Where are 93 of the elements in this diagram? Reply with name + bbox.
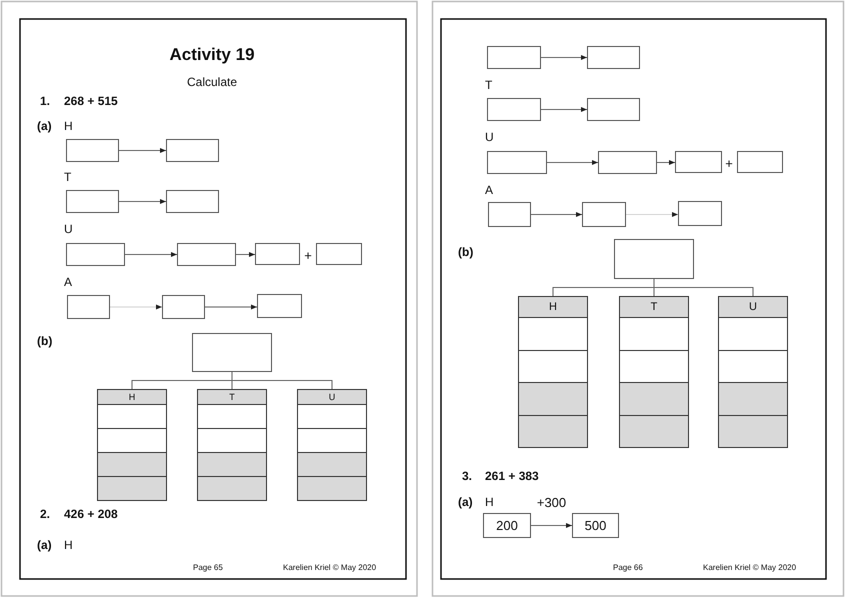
answer-box	[519, 414, 587, 447]
row-label: H	[485, 494, 494, 510]
arrow	[540, 107, 588, 112]
part-label: (a)	[37, 538, 52, 552]
number-box: 500	[572, 513, 619, 538]
place-value-table	[197, 389, 267, 501]
page-number: Page 65	[193, 563, 223, 573]
arrow	[124, 252, 178, 257]
row-label: U	[64, 222, 73, 236]
place-value-table	[619, 296, 689, 448]
sum-expression: 426 + 208	[64, 506, 118, 522]
plus-sign: +	[725, 156, 733, 172]
place-value-table	[518, 296, 588, 448]
instruction-text: Calculate	[186, 74, 238, 90]
answer-box	[298, 476, 366, 500]
answer-box	[675, 151, 722, 173]
sum-expression: 268 + 515	[64, 94, 118, 108]
answer-box	[587, 46, 640, 69]
answer-box	[587, 98, 640, 121]
part-label: (b)	[458, 244, 474, 260]
row-label: A	[64, 274, 72, 290]
column-header: T	[620, 297, 688, 317]
page-number: Page 66	[613, 563, 643, 573]
part-label: (a)	[458, 494, 473, 510]
answer-box	[257, 294, 302, 318]
answer-box	[620, 414, 688, 447]
answer-box	[678, 201, 722, 226]
question-number: 2.	[40, 506, 50, 522]
row-label: T	[64, 170, 72, 184]
row-label: T	[485, 78, 492, 92]
arrow	[110, 304, 162, 310]
row-label: H	[64, 538, 73, 552]
column-header: H	[98, 390, 166, 404]
answer-box	[192, 333, 272, 372]
question-number: 3.	[462, 468, 472, 484]
activity-title: Activity 19	[169, 44, 255, 66]
answer-box	[198, 452, 266, 476]
answer-box	[166, 139, 219, 162]
arrow	[204, 304, 258, 310]
answer-box	[487, 46, 541, 69]
row-label: H	[64, 118, 73, 134]
answer-box	[198, 476, 266, 500]
answer-box	[488, 202, 531, 227]
answer-box	[598, 151, 657, 174]
answer-box	[67, 295, 110, 319]
answer-box	[487, 151, 547, 174]
author-credit: Karelien Kriel © May 2020	[703, 563, 796, 573]
place-value-table	[97, 389, 167, 501]
connector-line	[232, 372, 332, 390]
answer-box	[162, 295, 205, 319]
place-value-table	[718, 296, 788, 448]
answer-box	[98, 452, 166, 476]
answer-box	[66, 190, 119, 213]
row-label: U	[485, 130, 494, 144]
arrow	[236, 252, 256, 257]
arrow	[530, 523, 572, 528]
answer-box	[98, 476, 166, 500]
answer-box	[519, 382, 587, 414]
question-number: 1.	[40, 94, 50, 108]
answer-box	[737, 151, 783, 173]
arrow	[540, 55, 588, 60]
arrow	[118, 199, 166, 204]
part-label: (a)	[37, 118, 52, 134]
answer-box	[255, 243, 300, 265]
column-header: H	[519, 297, 587, 317]
answer-box	[316, 243, 362, 265]
number-box: 200	[483, 513, 531, 538]
arrow	[118, 148, 166, 153]
answer-box	[66, 243, 125, 266]
plus-sign: +	[304, 248, 312, 264]
answer-box	[582, 202, 626, 227]
answer-box	[620, 382, 688, 414]
arrow	[530, 212, 582, 217]
answer-box	[166, 190, 219, 213]
part-label: (b)	[37, 334, 52, 348]
answer-box	[614, 239, 694, 279]
arrow	[546, 160, 598, 165]
arrow	[626, 212, 678, 217]
place-value-table	[297, 389, 367, 501]
sum-expression: 261 + 383	[485, 468, 539, 484]
column-header: U	[298, 390, 366, 404]
column-header: U	[719, 297, 787, 317]
answer-box	[719, 414, 787, 447]
answer-box	[298, 452, 366, 476]
row-label: A	[485, 182, 494, 198]
answer-box	[487, 98, 541, 121]
answer-box	[66, 139, 119, 162]
answer-box	[719, 382, 787, 414]
column-header: T	[198, 390, 266, 404]
author-credit: Karelien Kriel © May 2020	[283, 563, 376, 573]
arrow	[656, 160, 676, 165]
answer-box	[177, 243, 236, 266]
edge-label: +300	[534, 494, 568, 510]
